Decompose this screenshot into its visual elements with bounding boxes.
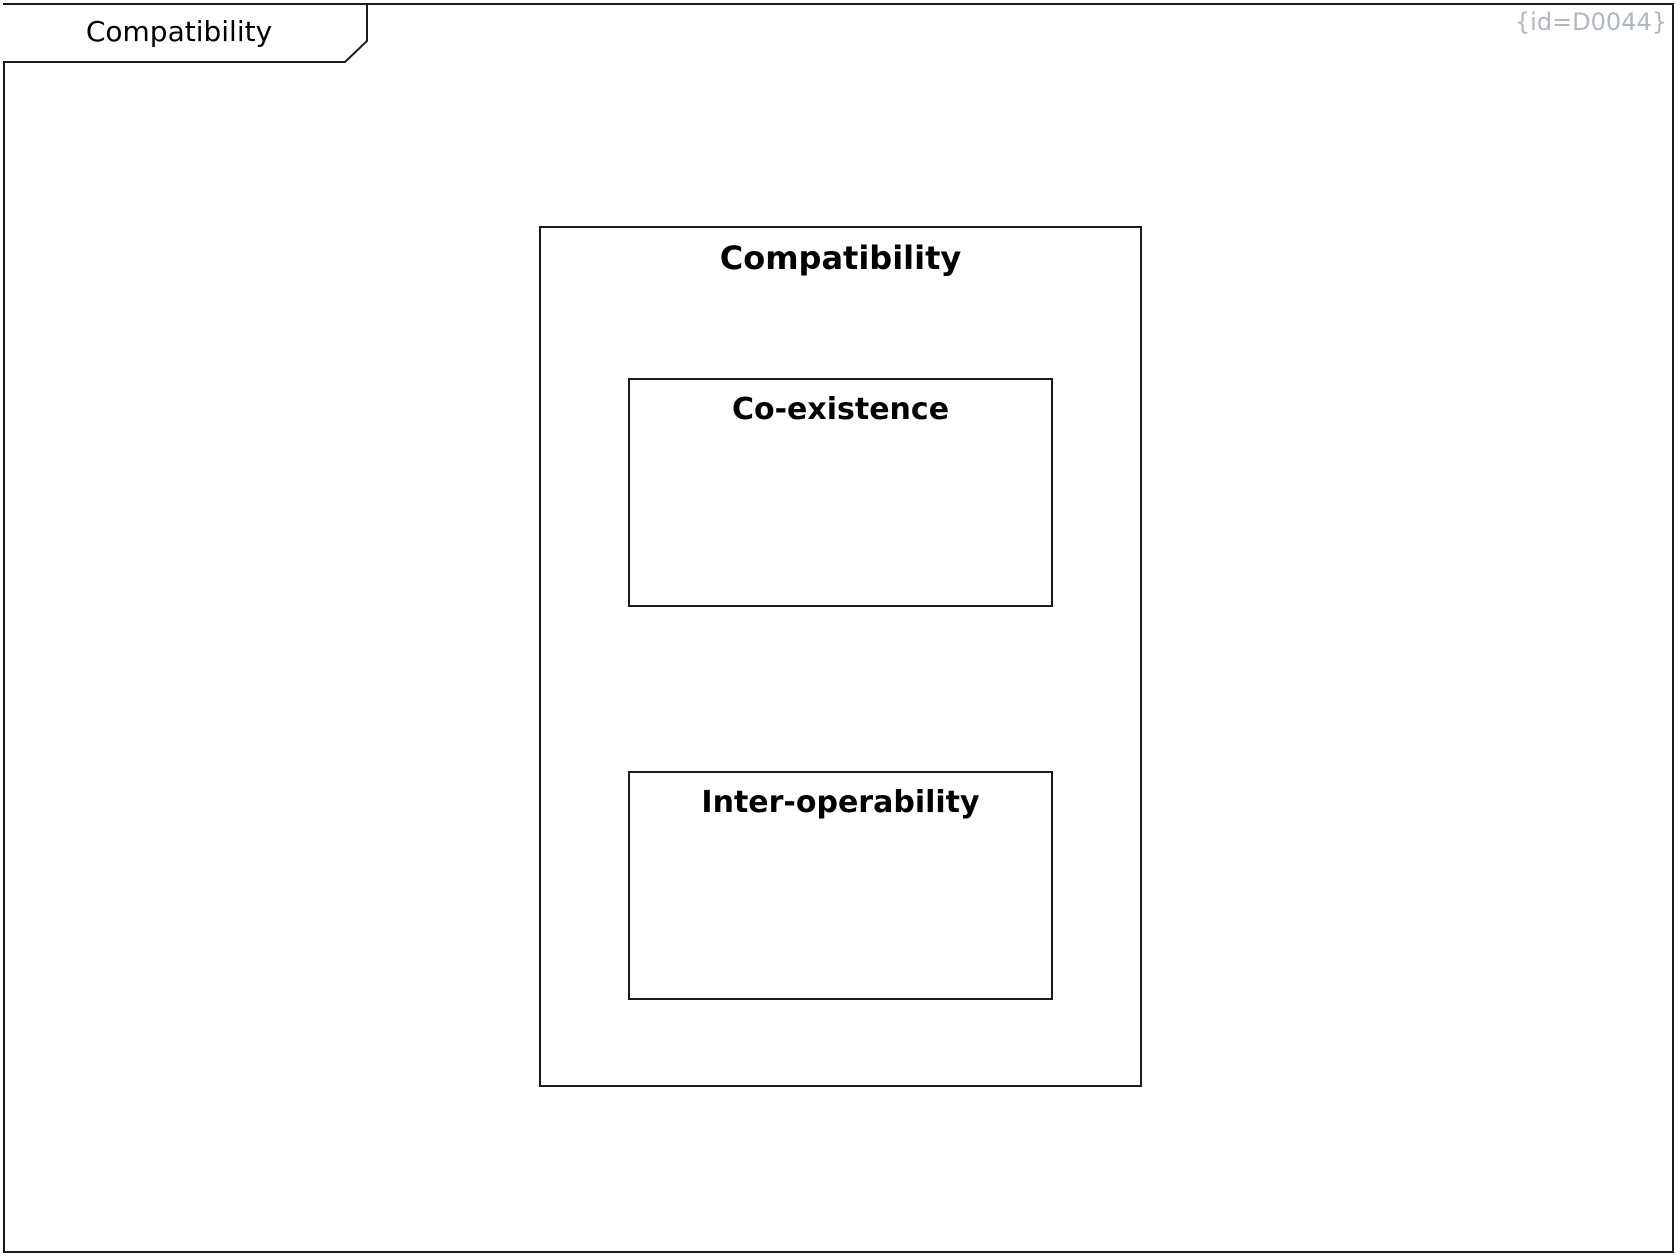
frame-tab-shape bbox=[3, 3, 368, 63]
node-co-existence-title: Co-existence bbox=[731, 392, 950, 427]
diagram-frame-tab: Compatibility bbox=[3, 3, 369, 63]
frame-tab-label: Compatibility bbox=[85, 14, 273, 48]
diagram-frame-border bbox=[3, 3, 1674, 1253]
node-inter-operability[interactable]: Inter-operability bbox=[628, 771, 1053, 1000]
node-inter-operability-title: Inter-operability bbox=[701, 785, 980, 820]
node-co-existence[interactable]: Co-existence bbox=[628, 378, 1053, 607]
package-compatibility[interactable]: Compatibility Co-existence Inter-operabi… bbox=[539, 226, 1142, 1087]
diagram-id-label: {id=D0044} bbox=[1514, 8, 1667, 36]
package-title: Compatibility bbox=[719, 239, 962, 277]
